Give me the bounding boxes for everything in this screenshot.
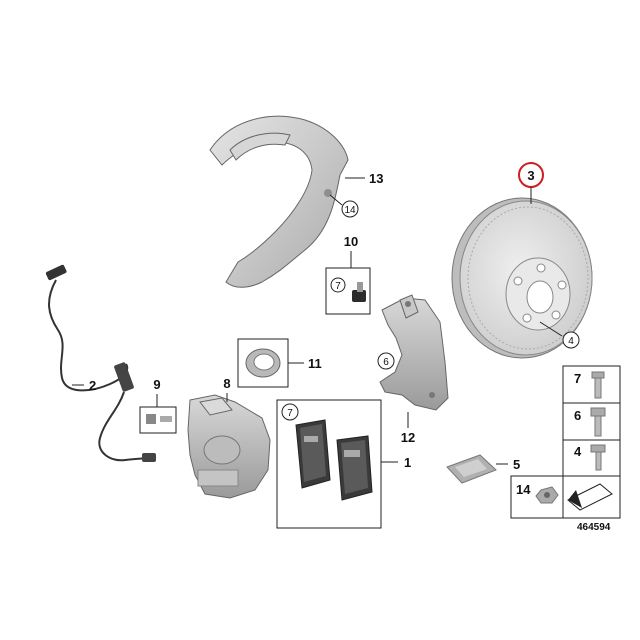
callout-13: 13 <box>369 171 383 186</box>
ref-circle-7b <box>281 403 299 421</box>
legend-row-7: 7 <box>574 371 581 386</box>
legend-row-6: 6 <box>574 408 581 423</box>
arrow-icon <box>567 483 613 511</box>
bleeder-screw <box>146 414 172 424</box>
image-number: 464594 <box>577 522 611 533</box>
wear-sensor <box>45 264 156 462</box>
callout-3: 3 <box>527 168 534 183</box>
seal-ring <box>245 348 281 378</box>
ref-circle-14 <box>341 200 359 218</box>
legend-row-4: 4 <box>574 444 582 459</box>
callout-9: 9 <box>153 377 160 392</box>
dust-shield <box>209 115 349 288</box>
ref-4-label: 4 <box>568 336 574 347</box>
callout-10: 10 <box>344 234 358 249</box>
legend-row-14: 14 <box>516 482 531 497</box>
caliper-carrier <box>379 294 449 411</box>
callout-12: 12 <box>401 430 415 445</box>
callout-5: 5 <box>513 457 520 472</box>
callout-8: 8 <box>223 376 230 391</box>
callout-1: 1 <box>404 455 411 470</box>
ref-circle-7a <box>330 277 346 293</box>
bolt-icon <box>590 444 606 471</box>
nut-icon <box>535 486 559 504</box>
grease-packet <box>446 454 497 484</box>
bolt-icon <box>590 407 606 437</box>
brake-pad-inner <box>295 419 331 489</box>
bolt-icon <box>591 371 605 399</box>
brake-caliper <box>187 394 271 499</box>
brake-pad-outer <box>336 435 373 501</box>
callout-11: 11 <box>308 356 322 371</box>
ref-6-label: 6 <box>383 357 389 368</box>
ref-14-label: 14 <box>344 205 356 216</box>
bolt-cap <box>352 282 366 302</box>
brake-disc <box>451 197 593 359</box>
ref-circle-6 <box>377 352 395 370</box>
ref-7b-label: 7 <box>287 408 293 419</box>
leader-4 <box>539 321 563 337</box>
ref-7a-label: 7 <box>335 281 341 292</box>
ref-circle-4 <box>562 331 580 349</box>
leader-13-ref <box>329 194 343 206</box>
callout-2: 2 <box>89 378 96 393</box>
hardware-legend: 7 6 4 14 <box>510 365 621 519</box>
